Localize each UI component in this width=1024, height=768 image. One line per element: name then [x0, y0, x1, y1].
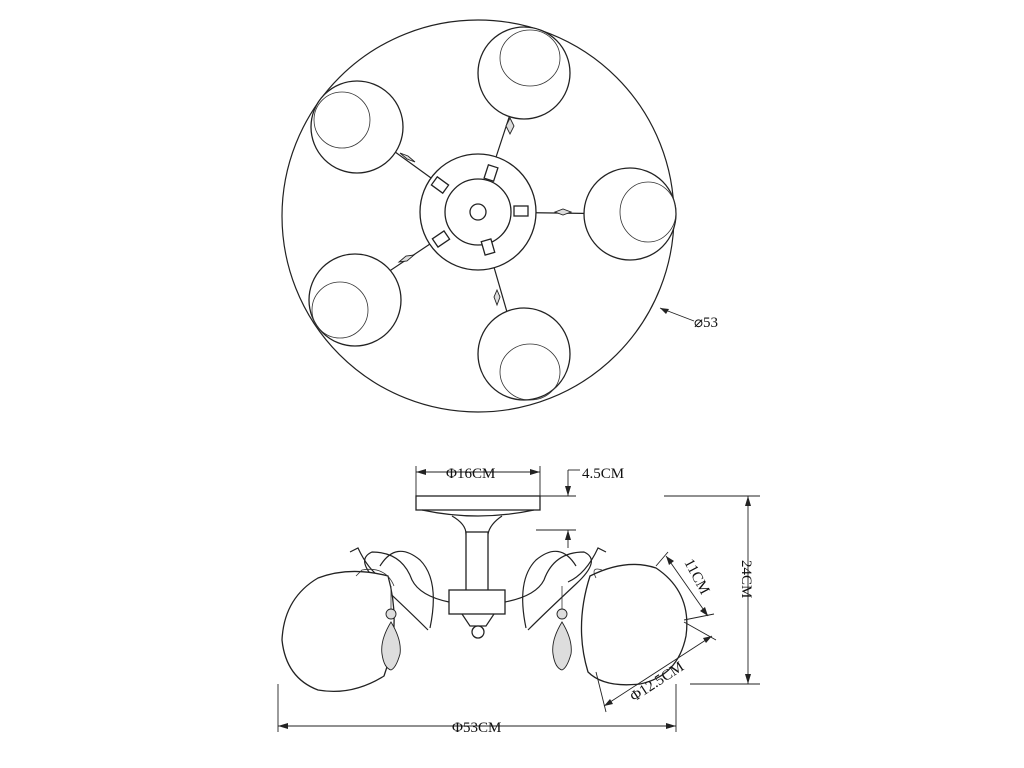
- crystal-right-bead: [556, 608, 568, 620]
- socket-upper-left: [430, 175, 450, 195]
- dim-canopy-diameter: Φ16CM: [415, 466, 541, 496]
- shade-right: [580, 563, 688, 686]
- shade-top: [477, 26, 571, 120]
- crystal-right-drop: [552, 621, 572, 671]
- shade-left-holder: [355, 568, 395, 587]
- canopy-height-label: 4.5CM: [582, 466, 624, 482]
- center-finial-side: [471, 625, 485, 639]
- socket-lower-left: [431, 230, 451, 248]
- center-bottom: [461, 613, 495, 627]
- arm-left-inner: [379, 550, 434, 629]
- crystal-left-bead: [385, 608, 397, 620]
- dim-total-width: Φ53CM: [277, 684, 677, 736]
- crystal-left-drop: [381, 621, 401, 671]
- diameter-leader-arrow: [660, 308, 669, 314]
- arm-right-tip: [567, 547, 607, 583]
- canopy-diameter-label: Φ16CM: [446, 466, 495, 482]
- dim-total-height: 24CM: [664, 495, 760, 685]
- center-body: [448, 589, 506, 615]
- arm-crystal-lower-left: [397, 254, 416, 263]
- center-stem: [465, 531, 489, 593]
- canopy-base: [421, 509, 535, 517]
- side-view: Φ16CM 4.5CM 24CM: [277, 466, 760, 736]
- socket-top: [483, 163, 499, 183]
- total-height-label: 24CM: [738, 560, 754, 598]
- shade-height-label: 11CM: [680, 556, 712, 597]
- top-view: ⌀53: [281, 19, 718, 413]
- shade-right-holder: [593, 568, 603, 579]
- arm-crystal-top: [505, 116, 515, 136]
- socket-right: [513, 205, 529, 217]
- shade-bottom: [477, 307, 571, 401]
- arm-left-outer: [364, 551, 450, 631]
- canopy-neck: [451, 515, 503, 535]
- total-width-label: Φ53CM: [452, 720, 501, 736]
- arm-right-inner: [522, 550, 577, 629]
- arm-right-outer: [504, 551, 592, 631]
- arm-crystal-bottom: [493, 288, 501, 307]
- canopy-plate: [415, 495, 541, 511]
- arm-crystal-upper-left: [399, 152, 416, 163]
- arm-crystal-right: [553, 208, 573, 216]
- shade-lower-left: [308, 253, 402, 347]
- center-finial: [469, 203, 487, 221]
- outer-diameter-label: ⌀53: [694, 315, 718, 331]
- dim-canopy-height: 4.5CM: [536, 466, 624, 548]
- shade-upper-left: [310, 80, 404, 174]
- shade-left: [281, 570, 395, 693]
- shade-right: [583, 167, 677, 261]
- socket-bottom: [480, 238, 496, 256]
